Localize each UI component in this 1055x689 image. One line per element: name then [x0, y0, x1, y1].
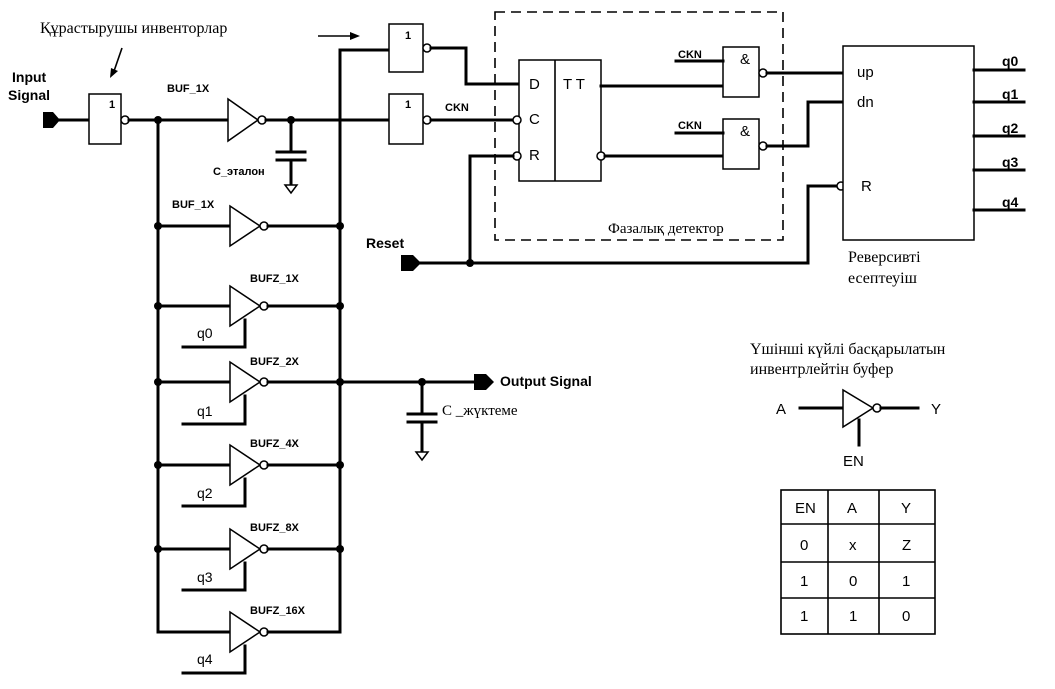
- svg-text:1: 1: [405, 30, 411, 42]
- counter-up: up: [857, 64, 874, 81]
- tt-cell: Z: [902, 537, 911, 554]
- bufz-8x-q: q3: [197, 569, 213, 585]
- tt-cell: 0: [800, 537, 808, 554]
- phase-detector-label: Фазалық детектор: [608, 221, 724, 237]
- reset-label: Reset: [366, 235, 404, 251]
- legend-buffer: [842, 388, 875, 429]
- c-etalon-label: C_эталон: [213, 166, 265, 178]
- bufz-1x-label: BUFZ_1X: [250, 273, 300, 285]
- buf-main-label: BUF_1X: [167, 83, 210, 95]
- counter-dn: dn: [857, 94, 874, 111]
- ckn-label-and1: CKN: [678, 49, 702, 61]
- counter-q0: q0: [1002, 53, 1019, 69]
- counter-name-2: есептеуіш: [848, 270, 918, 287]
- input-port: [43, 112, 60, 128]
- ff-c: C: [529, 111, 540, 128]
- ckn-label-and2: CKN: [678, 120, 702, 132]
- buf-main: [227, 97, 260, 143]
- legend-y: Y: [931, 401, 941, 418]
- bufz-1x-q: q0: [197, 325, 213, 341]
- input-label-1: Input: [12, 69, 47, 85]
- c-load-label: C _жүктеме: [442, 403, 518, 419]
- bufz-16x-q: q4: [197, 651, 213, 667]
- phase-detector-box: [494, 11, 784, 241]
- bufz-16x-label: BUFZ_16X: [250, 605, 306, 617]
- bufz-16x: [229, 610, 262, 654]
- ff-d: D: [529, 76, 540, 93]
- bufz-4x-q: q2: [197, 485, 213, 501]
- and-gate-2: [722, 118, 760, 170]
- tt-cell: 0: [849, 573, 857, 590]
- legend-a: A: [776, 401, 786, 418]
- bufz-1x: [229, 284, 262, 328]
- tt-cell: x: [849, 537, 857, 554]
- reset-port: [401, 255, 421, 271]
- tt-cell: 1: [800, 608, 808, 625]
- tt-cell: 1: [800, 573, 808, 590]
- input-label-2: Signal: [8, 87, 50, 103]
- truth-table: EN A Y 0 x Z 1 0 1 1 1 0: [780, 489, 936, 635]
- output-port: [474, 374, 494, 390]
- tt-cell: 0: [902, 608, 910, 625]
- counter-r: R: [861, 178, 872, 195]
- ckn-label-ff: CKN: [445, 102, 469, 114]
- bufz-8x: [229, 527, 262, 571]
- input-inverter: [88, 93, 122, 145]
- bufz-2x-label: BUFZ_2X: [250, 356, 300, 368]
- tt-header-en: EN: [795, 500, 816, 517]
- tt-header-y: Y: [901, 500, 911, 517]
- counter-q3: q3: [1002, 154, 1019, 170]
- title-label: Құрастырушы инвенторлар: [40, 20, 227, 37]
- tt-header-a: A: [847, 500, 857, 517]
- buf-1x: [229, 204, 262, 248]
- reversible-counter: [842, 45, 975, 241]
- svg-text:1: 1: [405, 99, 411, 111]
- legend-title-2: инвентрлейтін буфер: [750, 361, 893, 378]
- counter-q1: q1: [1002, 86, 1019, 102]
- output-label: Output Signal: [500, 373, 592, 389]
- legend-title-1: Үшінші күйлі басқарылатын: [750, 341, 946, 358]
- svg-text:&: &: [740, 51, 750, 68]
- bufz-8x-label: BUFZ_8X: [250, 522, 300, 534]
- svg-text:&: &: [740, 123, 750, 140]
- legend-en: EN: [843, 453, 864, 470]
- bufz-2x: [229, 360, 262, 404]
- counter-q2: q2: [1002, 120, 1019, 136]
- buf-1x-label: BUF_1X: [172, 199, 215, 211]
- counter-q4: q4: [1002, 194, 1019, 210]
- flip-flop: [518, 59, 602, 182]
- ff-r: R: [529, 147, 540, 164]
- counter-name-1: Реверсивті: [848, 249, 921, 266]
- bufz-4x-label: BUFZ_4X: [250, 438, 300, 450]
- ff-tt: T T: [563, 76, 585, 93]
- bufz-4x: [229, 443, 262, 487]
- tt-cell: 1: [902, 573, 910, 590]
- inv-label: 1: [109, 99, 115, 111]
- bufz-2x-q: q1: [197, 403, 213, 419]
- tt-cell: 1: [849, 608, 857, 625]
